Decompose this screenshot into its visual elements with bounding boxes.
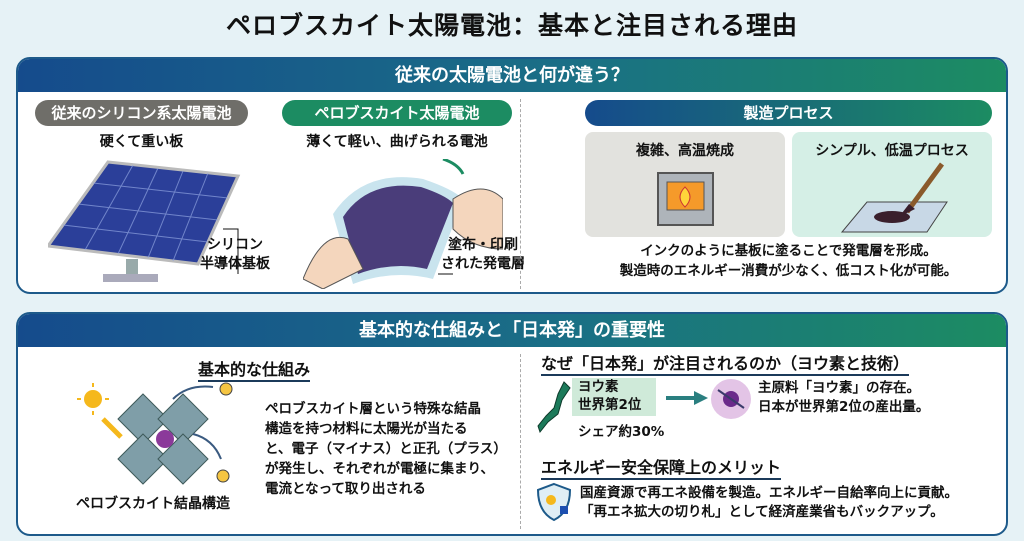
shield-energy-icon <box>536 482 572 522</box>
security-text: 国産資源で再エネ設備を製造。エネルギー自給率向上に貢献。「再エネ拡大の切り札」と… <box>580 485 958 520</box>
comparison-panel: 従来の太陽電池と何が違う？ 従来のシリコン系太陽電池 硬くて重い板 シリコン半導… <box>16 57 1008 294</box>
furnace-icon <box>657 172 714 226</box>
iodine-molecule-icon <box>711 379 751 419</box>
brush-coating-icon <box>840 162 948 233</box>
japan-map-icon <box>537 381 571 434</box>
mechanism-text: ペロブスカイト層という特殊な結晶構造を持つ材料に太陽光が当たると、電子（マイナス… <box>265 401 507 497</box>
process-new-box: シンプル、低温プロセス <box>792 132 992 237</box>
silicon-panel-icon <box>48 160 241 282</box>
iodine-rank-badge: ヨウ素世界第2位 <box>572 378 656 416</box>
importance-panel: 基本的な仕組みと「日本発」の重要性 基本的な仕組み ペロブスカイト結晶構造 ペロ… <box>16 312 1008 536</box>
crystal-structure-icon <box>77 382 233 485</box>
perovskite-callout: 塗布・印刷された発電層 <box>441 237 525 272</box>
process-old-label: 複雑、高温焼成 <box>636 143 734 159</box>
importance-header: 基本的な仕組みと「日本発」の重要性 <box>18 314 1006 347</box>
divider <box>520 354 521 529</box>
iodine-share: シェア約30% <box>578 424 665 440</box>
perovskite-label: ペロブスカイト太陽電池 <box>282 100 512 126</box>
flexible-cell-icon <box>303 159 503 289</box>
page-title: ペロブスカイト太陽電池：基本と注目される理由 <box>225 11 798 40</box>
divider <box>520 99 521 289</box>
crystal-caption: ペロブスカイト結晶構造 <box>76 496 230 512</box>
perovskite-subtitle: 薄くて軽い、曲げられる電池 <box>306 134 488 150</box>
comparison-header: 従来の太陽電池と何が違う？ <box>18 59 1006 92</box>
process-new-label: シンプル、低温プロセス <box>815 143 969 159</box>
iodine-text: 主原料「ヨウ素」の存在。日本が世界第2位の産出量。 <box>758 380 930 415</box>
process-old-box: 複雑、高温焼成 <box>585 132 785 237</box>
silicon-subtitle: 硬くて重い板 <box>99 134 184 150</box>
process-description: インクのように基板に塗ることで発電層を形成。製造時のエネルギー消費が少なく、低コ… <box>619 243 958 279</box>
silicon-callout: シリコン半導体基板 <box>200 237 270 272</box>
process-label: 製造プロセス <box>585 100 992 126</box>
mechanism-heading: 基本的な仕組み <box>198 360 311 382</box>
security-heading: エネルギー安全保障上のメリット <box>541 458 782 480</box>
arrow-icon <box>666 391 708 405</box>
silicon-label: 従来のシリコン系太陽電池 <box>35 100 248 126</box>
japan-heading: なぜ「日本発」が注目されるのか（ヨウ素と技術） <box>541 354 910 376</box>
